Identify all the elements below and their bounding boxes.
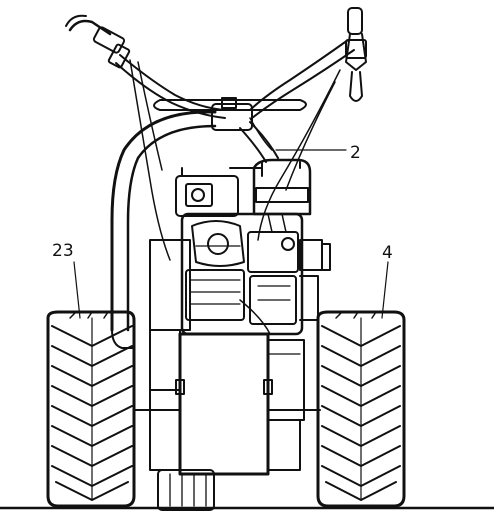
guard-frame	[110, 110, 279, 349]
engine-block	[149, 158, 331, 336]
gearbox-housing	[133, 329, 321, 511]
leader-line-23	[73, 261, 81, 319]
handlebar	[65, 7, 367, 261]
callout-2: 2	[350, 143, 361, 163]
callout-4: 4	[382, 243, 393, 263]
leader-line-4	[381, 261, 389, 319]
left-wheel	[46, 310, 136, 508]
callout-23: 23	[52, 241, 74, 261]
right-wheel	[316, 310, 406, 508]
